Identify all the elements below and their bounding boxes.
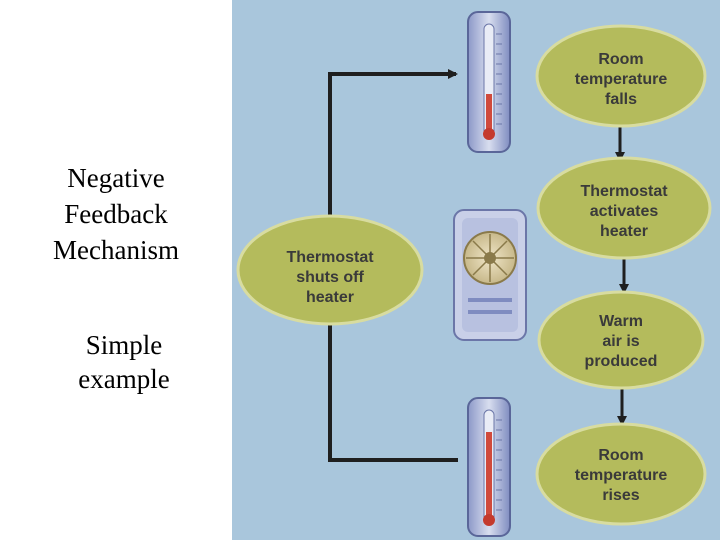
feedback-diagram: Thermostat shuts off heater Room tempera… <box>232 0 720 540</box>
subtitle-line-1: Simple <box>85 330 163 360</box>
subtitle-line-2: example <box>78 364 170 394</box>
step-3-line-3: produced <box>585 353 658 370</box>
step-2-line-1: Thermostat <box>580 183 668 200</box>
oval-step-1: Room temperature falls <box>535 24 707 128</box>
title-line-2: Feedback <box>64 199 168 229</box>
shutoff-line-2: shuts off <box>296 269 364 286</box>
oval-step-2: Thermostat activates heater <box>536 156 712 260</box>
feedback-loop-top <box>328 69 458 240</box>
title-line-3: Mechanism <box>53 235 179 265</box>
thermostat-icon <box>453 209 527 341</box>
oval-step-3: Warm air is produced <box>537 290 705 390</box>
feedback-figure: Thermostat shuts off heater Room tempera… <box>232 0 720 540</box>
oval-step-4: Room temperature rises <box>535 422 707 526</box>
diagram-title: Negative Feedback Mechanism <box>0 160 232 268</box>
diagram-subtitle: Simple example <box>0 328 248 396</box>
title-line-1: Negative <box>67 163 165 193</box>
step-1-line-1: Room <box>598 51 643 68</box>
thermometer-cold-icon <box>467 11 511 153</box>
shutoff-line-1: Thermostat <box>286 249 374 266</box>
step-4-line-3: rises <box>602 487 639 504</box>
step-4-line-2: temperature <box>575 467 668 484</box>
step-3-line-1: Warm <box>599 313 643 330</box>
oval-shutoff: Thermostat shuts off heater <box>236 214 424 326</box>
step-2-line-2: activates <box>590 203 659 220</box>
step-1-line-3: falls <box>605 91 637 108</box>
thermometer-warm-icon <box>467 397 511 537</box>
step-2-line-3: heater <box>600 223 648 240</box>
step-1-line-2: temperature <box>575 71 668 88</box>
shutoff-line-3: heater <box>306 289 354 306</box>
step-3-line-2: air is <box>602 333 639 350</box>
step-4-line-1: Room <box>598 447 643 464</box>
feedback-loop-bottom <box>328 312 458 462</box>
